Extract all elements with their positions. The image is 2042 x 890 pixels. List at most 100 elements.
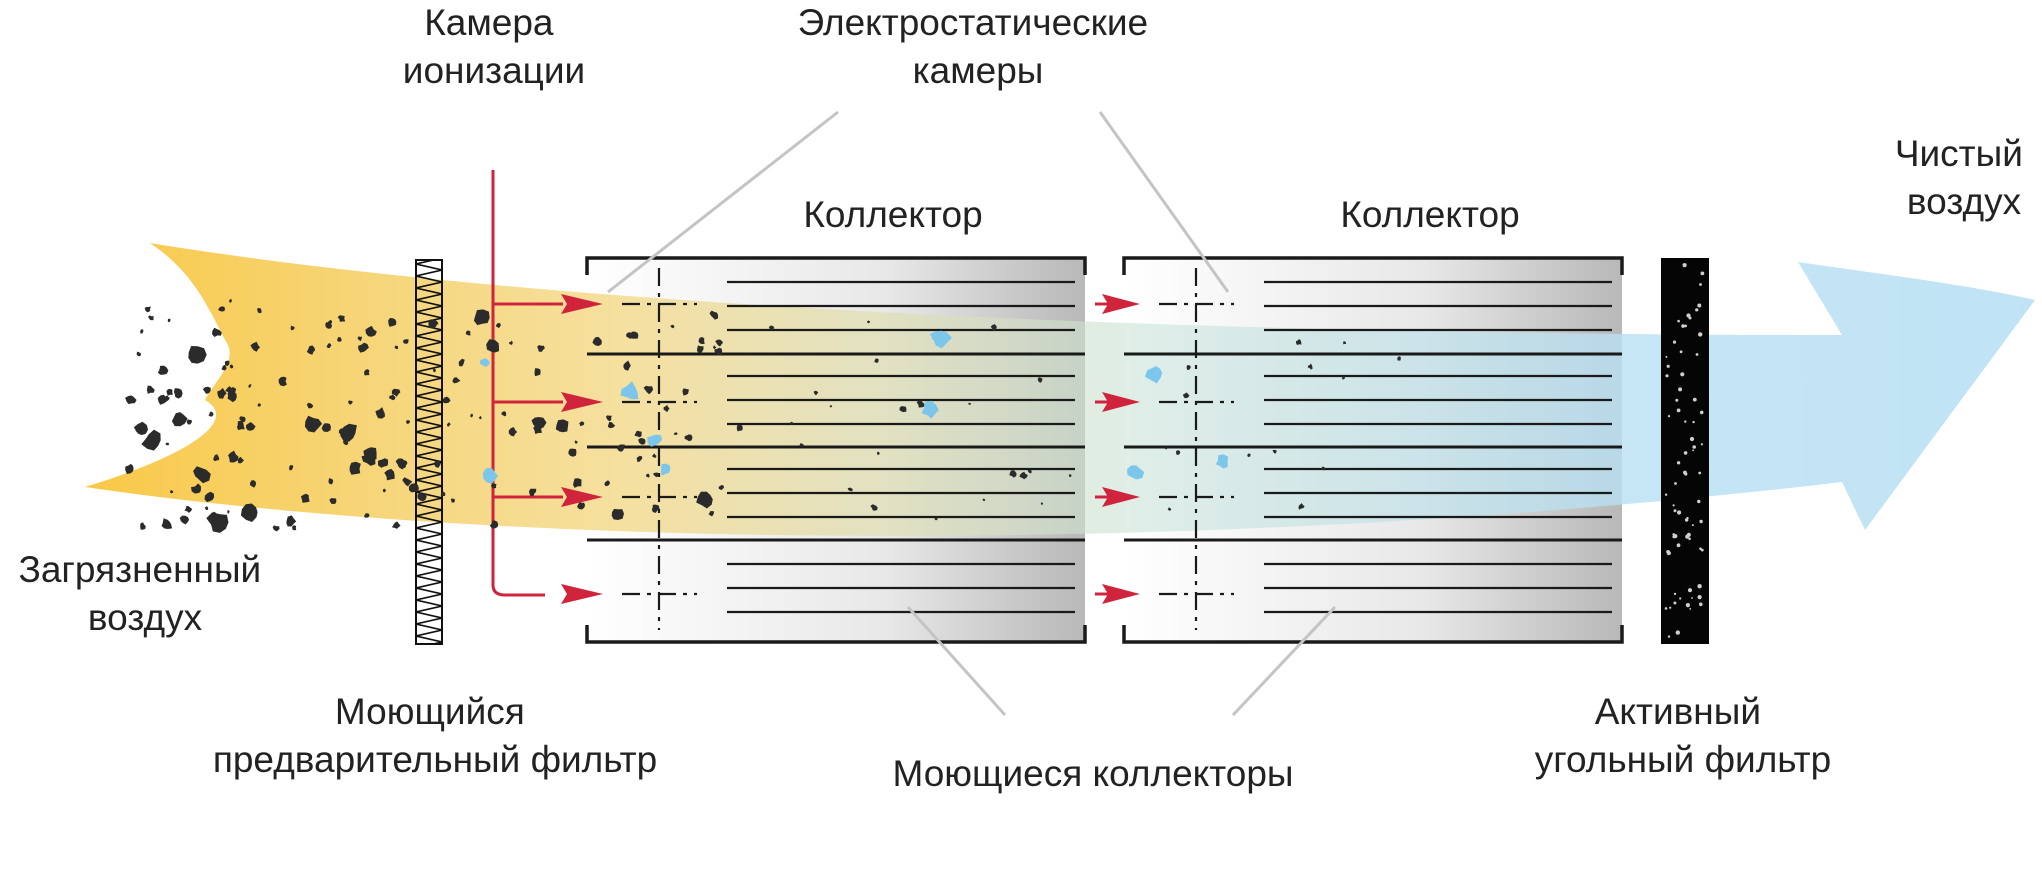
carbon-granule [1697, 499, 1701, 504]
dust-particle [465, 330, 471, 336]
dust-particle [592, 336, 602, 347]
carbon-granule [1684, 472, 1688, 476]
dust-particle [278, 376, 287, 387]
dust-particle [1247, 453, 1251, 457]
dust-particle [1343, 341, 1347, 345]
dust-particle [620, 381, 639, 400]
dust-particle [240, 503, 258, 522]
dust-particle [874, 358, 879, 363]
dust-particle [489, 520, 499, 529]
dust-particle [789, 421, 793, 425]
carbon-granule [1699, 283, 1702, 286]
carbon-granule [1676, 408, 1681, 413]
dust-particle [708, 511, 714, 517]
dust-particle [384, 468, 395, 481]
dust-particle [173, 388, 183, 399]
carbon-granule [1678, 387, 1683, 392]
carbon-granule [1689, 608, 1692, 610]
carbon-granule [1700, 548, 1704, 552]
dust-particle [358, 342, 369, 353]
dust-particle [660, 463, 671, 476]
dust-particle [508, 427, 518, 437]
dust-particle [867, 320, 871, 324]
dust-particle [125, 463, 134, 474]
carbon-granule [1674, 482, 1677, 485]
carbon-filter [1661, 258, 1709, 644]
dust-particle [495, 322, 501, 329]
dust-particle [626, 332, 633, 339]
dust-particle [653, 472, 659, 478]
dust-particle [1341, 375, 1345, 380]
dust-particle [327, 319, 333, 325]
dust-particle [1272, 449, 1277, 454]
dust-particle [929, 330, 952, 349]
dust-particle [225, 386, 232, 394]
label-washable-collectors: Моющиеся коллекторы [892, 753, 1293, 794]
dust-particle [147, 385, 155, 394]
carbon-granule [1697, 584, 1702, 589]
carbon-granule [1682, 263, 1687, 268]
dust-particle [847, 487, 853, 492]
dust-particles [125, 299, 1401, 533]
dust-particle [604, 480, 610, 487]
carbon-granule [1673, 592, 1677, 596]
dust-particle [306, 402, 314, 409]
dust-particle [292, 525, 297, 531]
dust-particle [161, 518, 173, 529]
dust-particle [286, 515, 297, 527]
dust-particle [663, 404, 670, 413]
dust-particle [434, 460, 441, 468]
carbon-granule [1698, 332, 1703, 337]
dust-particle [250, 341, 260, 352]
dust-particle [673, 432, 678, 435]
dust-particle [391, 521, 401, 529]
dust-particle [206, 512, 229, 533]
dust-particle [990, 324, 997, 331]
ion-arrow [1102, 294, 1140, 314]
carbon-granule [1691, 597, 1693, 599]
dust-particle [712, 345, 717, 350]
dust-particle [968, 402, 971, 405]
dust-particle [473, 309, 490, 326]
carbon-granule [1692, 420, 1695, 424]
dust-particle [417, 492, 427, 502]
dust-particle [208, 411, 214, 417]
dust-particle [406, 420, 411, 425]
dust-particle [167, 318, 171, 323]
dust-particle [363, 513, 370, 518]
dust-particle [458, 358, 465, 367]
dust-particle [213, 454, 220, 462]
ion-arrow [561, 294, 603, 314]
dust-particle [389, 394, 396, 401]
dust-particle [1176, 450, 1181, 455]
carbon-granule [1698, 471, 1702, 475]
carbon-granule [1676, 543, 1681, 548]
dust-particle [647, 434, 663, 447]
dust-particle [682, 388, 689, 396]
dust-particle [982, 498, 986, 501]
dust-particle [607, 421, 616, 429]
dust-particle [529, 488, 537, 497]
dust-particle [916, 400, 925, 408]
dust-particle [336, 337, 342, 342]
dust-particle [813, 390, 819, 396]
carbon-granule [1664, 493, 1668, 496]
carbon-granule [1699, 410, 1704, 415]
dust-particle [249, 480, 256, 488]
dust-particle [133, 421, 148, 435]
dust-particle [877, 451, 880, 455]
dust-particle [486, 339, 499, 353]
dust-particle [212, 327, 222, 337]
dust-particle [509, 340, 513, 345]
carbon-granule [1673, 601, 1677, 605]
dust-particle [148, 315, 154, 321]
carbon-granule [1677, 319, 1680, 323]
dust-particle [239, 416, 246, 423]
dust-particle [934, 517, 938, 521]
dust-particle [696, 345, 704, 354]
dust-particle [328, 478, 334, 485]
ionization-wiring [491, 170, 563, 597]
dust-particle [1298, 503, 1305, 510]
dust-particle [166, 388, 173, 396]
dust-particle [1307, 363, 1313, 370]
